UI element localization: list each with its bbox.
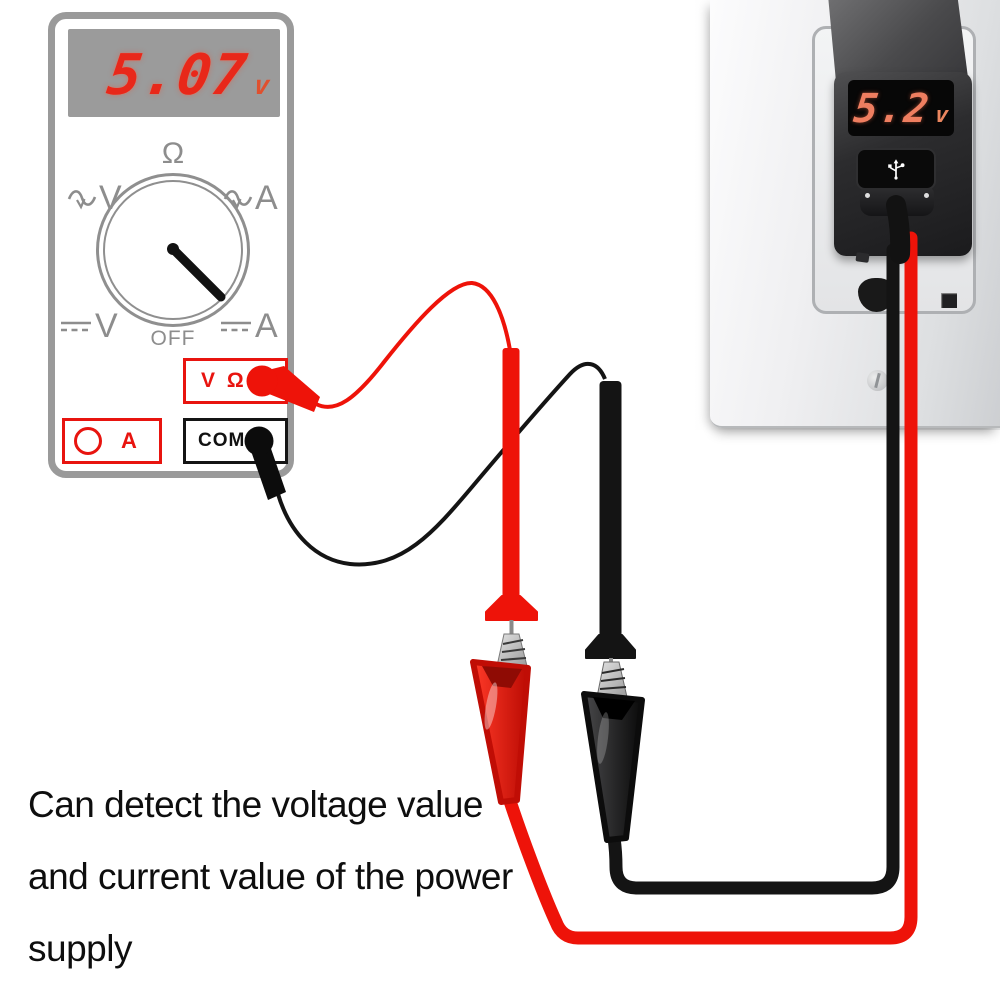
- dial-label-ohms: Ω: [161, 137, 185, 170]
- dial-pointer: [167, 243, 226, 302]
- outlet-slot-hole: [941, 293, 957, 308]
- jack-ampere-label: A: [121, 428, 137, 453]
- plate-screw: [867, 370, 888, 391]
- multimeter-lcd-display: 5.07 v: [68, 29, 280, 117]
- black-test-probe: [585, 381, 636, 686]
- black-test-lead: [244, 362, 607, 567]
- dial-label-dc-amps: A: [219, 307, 278, 346]
- jack-volt-ohm-label: V Ω: [201, 369, 247, 392]
- charger-voltage-value: 5.2: [850, 86, 932, 132]
- screw-slot: [874, 372, 881, 389]
- ac-wave-icon: [67, 189, 97, 209]
- jack-com-label: COM: [198, 430, 246, 451]
- usb-cable-plug: [860, 188, 934, 216]
- caption-line-1: Can detect the voltage value: [28, 784, 484, 825]
- dial-label-letter: A: [255, 179, 278, 217]
- rotary-dial-ring: [103, 180, 243, 320]
- dial-label-letter: A: [255, 307, 278, 345]
- usb-trident-icon: [888, 159, 905, 180]
- multimeter-voltage-value: 5.07: [103, 43, 252, 108]
- usb-charger-body: [828, 0, 969, 80]
- caption-line-2: and current value of the power: [28, 856, 513, 897]
- dial-label-letter: V: [95, 307, 118, 345]
- plug-highlight-dot: [924, 193, 929, 198]
- jack-ampere-socket: [74, 427, 102, 455]
- charger-voltage-unit: v: [933, 103, 950, 128]
- multimeter-voltage-unit: v: [252, 71, 273, 101]
- rotary-dial: [96, 173, 250, 327]
- dial-label-off: OFF: [150, 327, 196, 350]
- charger-bottom-tab: [855, 252, 870, 263]
- usb-port: [856, 148, 936, 190]
- jack-ampere: A: [62, 418, 162, 464]
- caption-line-3: supply: [28, 928, 132, 969]
- charger-voltage-display: 5.2 v: [848, 80, 954, 136]
- multimeter: 5.07 v Ω V A V: [48, 12, 294, 478]
- red-alligator-clip: [470, 633, 531, 805]
- jack-com: COM: [183, 418, 288, 464]
- jack-volt-ohm: V Ω: [183, 358, 288, 404]
- dc-symbol-icon: [61, 321, 91, 331]
- dc-symbol-icon: [221, 321, 251, 331]
- red-test-probe: [485, 348, 538, 647]
- plug-highlight-dot: [865, 193, 870, 198]
- dial-label-dc-volts: V: [59, 307, 118, 346]
- black-alligator-clip: [581, 661, 645, 843]
